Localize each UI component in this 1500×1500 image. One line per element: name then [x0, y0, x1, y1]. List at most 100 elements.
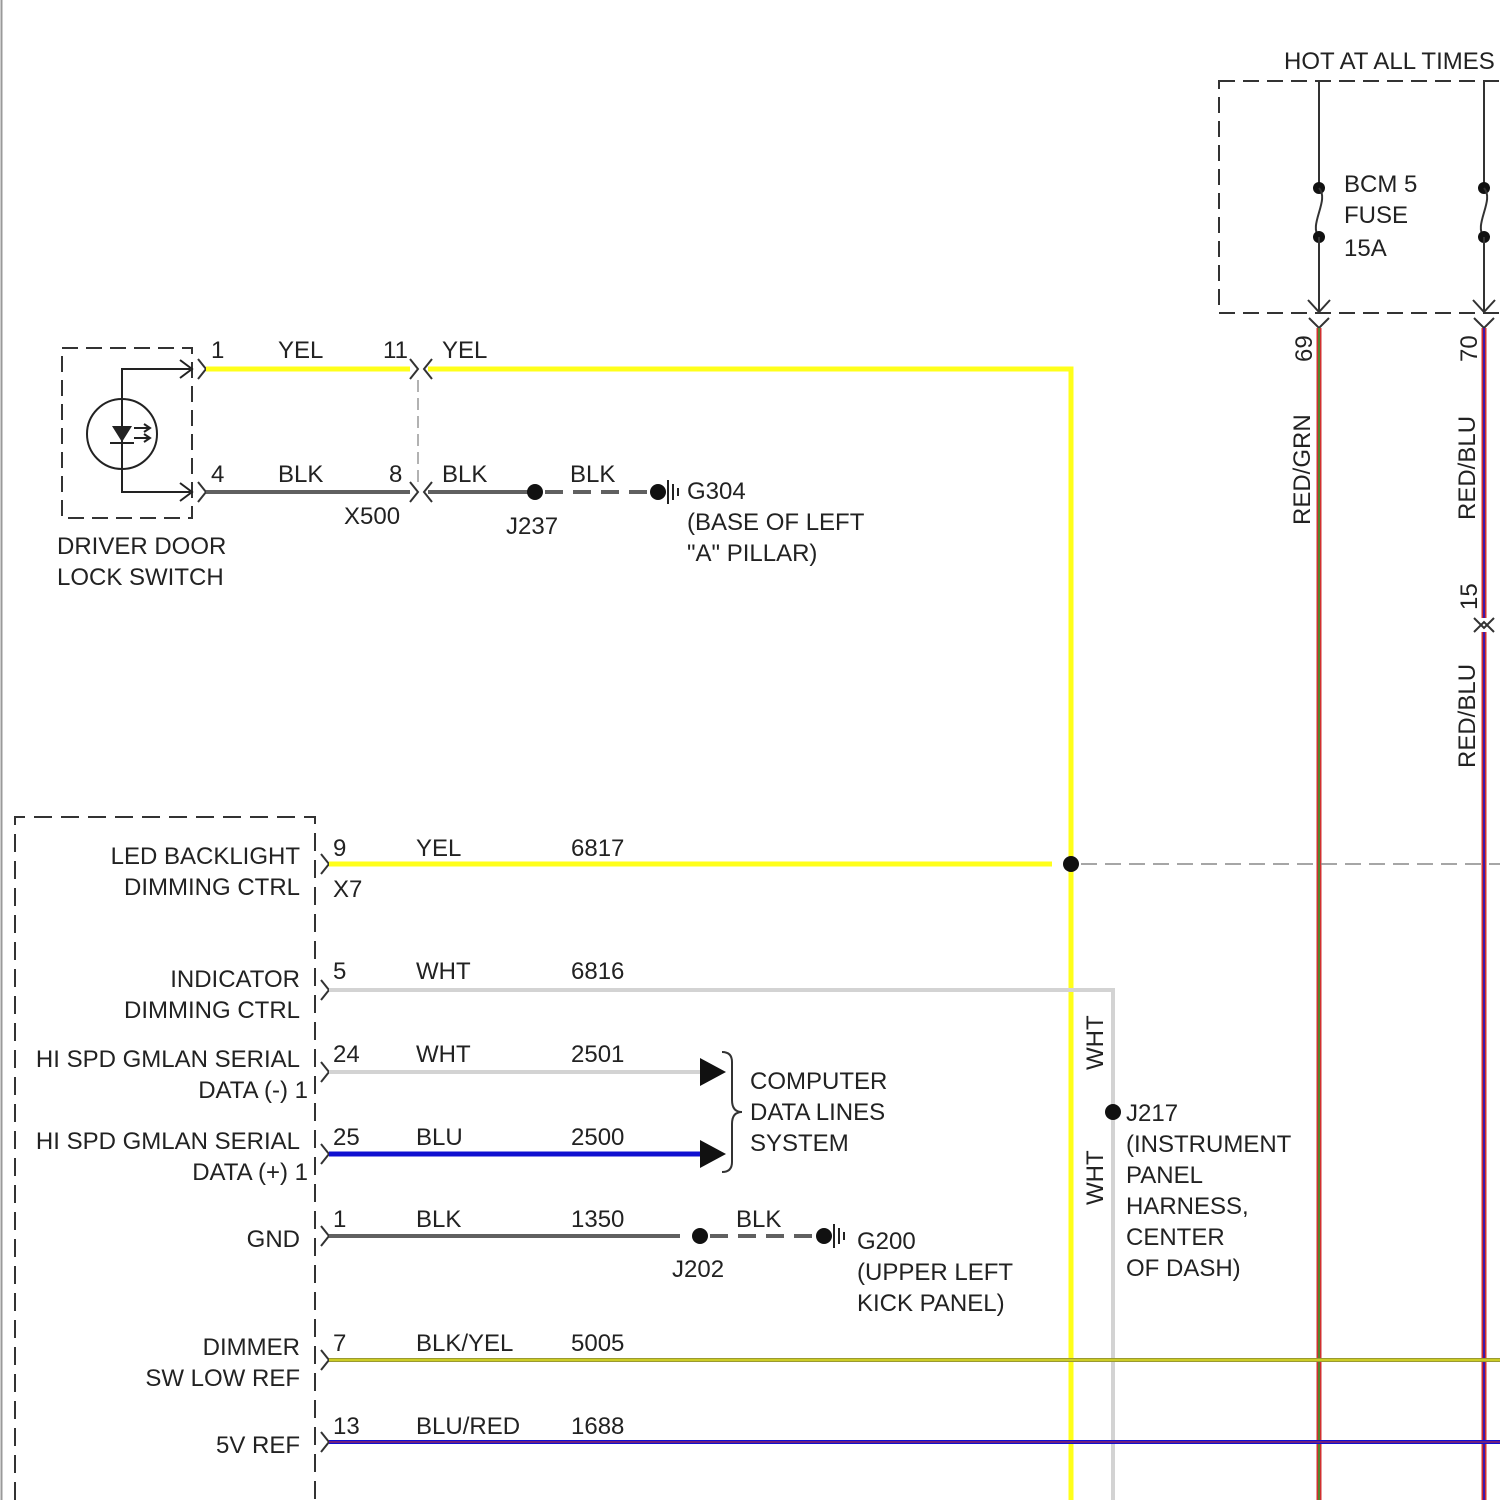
data-lines-line3: SYSTEM — [750, 1130, 849, 1157]
wire-70b-color-label: RED/BLU — [1454, 664, 1481, 768]
pin7-number: 7 — [333, 1330, 346, 1357]
g304-name: G304 — [687, 478, 746, 505]
g304-loc2: "A" PILLAR) — [687, 540, 817, 567]
pin24-number: 24 — [333, 1041, 360, 1068]
pin5-circuit: 6816 — [571, 958, 624, 985]
pin5-color: WHT — [416, 958, 471, 985]
x500-pin-8: 8 — [389, 461, 402, 488]
arrow-right-icon — [700, 1140, 726, 1168]
pin9-label1: LED BACKLIGHT — [111, 843, 301, 870]
g304-wire-color-label: BLK — [570, 461, 615, 488]
pin1-number: 1 — [333, 1206, 346, 1233]
pin7-circuit: 5005 — [571, 1330, 624, 1357]
wire-70-color-label: RED/BLU — [1454, 416, 1481, 520]
x500-name: X500 — [344, 503, 400, 530]
pin24-label1: HI SPD GMLAN SERIAL — [36, 1046, 300, 1073]
g200-name: G200 — [857, 1228, 916, 1255]
arrow-right-icon — [700, 1058, 726, 1086]
g200-loc1: (UPPER LEFT — [857, 1259, 1013, 1286]
pin24-color: WHT — [416, 1041, 471, 1068]
pin25-label1: HI SPD GMLAN SERIAL — [36, 1128, 300, 1155]
pin5-label2: DIMMING CTRL — [124, 997, 300, 1024]
pin25-number: 25 — [333, 1124, 360, 1151]
switch-pin-4: 4 — [211, 461, 224, 488]
pin24-circuit: 2501 — [571, 1041, 624, 1068]
splice-yel — [1063, 856, 1079, 872]
x500-pin-11: 11 — [383, 337, 408, 364]
connector-chevron-icon — [321, 980, 329, 1000]
pin-15-label: 15 — [1456, 583, 1483, 610]
j217-loc5: OF DASH) — [1126, 1255, 1241, 1282]
pin25-circuit: 2500 — [571, 1124, 624, 1151]
connector-chevron-icon — [1474, 318, 1494, 328]
splice-j217 — [1105, 1104, 1121, 1120]
pin7-color: BLK/YEL — [416, 1330, 513, 1357]
pin9-color: YEL — [416, 835, 461, 862]
pin9-circuit: 6817 — [571, 835, 624, 862]
pin13-number: 13 — [333, 1413, 360, 1440]
pin1-label: GND — [247, 1226, 300, 1253]
connector-chevron-icon — [321, 854, 329, 874]
pin1-color: BLK — [416, 1206, 461, 1233]
fuse-rating: 15A — [1344, 235, 1387, 262]
connector-chevron-icon — [410, 359, 418, 379]
wire-blk-color-label: BLK — [278, 461, 323, 488]
fuse-icon — [1481, 188, 1487, 237]
connector-chevron-icon — [321, 1144, 329, 1164]
splice-j202-label: J202 — [672, 1256, 724, 1283]
pin-70-label: 70 — [1456, 335, 1483, 362]
g200-wire-color-label: BLK — [736, 1206, 781, 1233]
g304-loc1: (BASE OF LEFT — [687, 509, 865, 536]
pin25-label2: DATA (+) 1 — [192, 1159, 308, 1186]
g200-loc2: KICK PANEL) — [857, 1290, 1005, 1317]
j217-loc4: CENTER — [1126, 1224, 1225, 1251]
pin7-label2: SW LOW REF — [145, 1365, 300, 1392]
x500-wire-blk-label: BLK — [442, 461, 487, 488]
ground-icon — [834, 1224, 844, 1248]
connector-chevron-icon — [321, 1350, 329, 1370]
ground-icon — [668, 480, 678, 504]
x500-wire-yel-label: YEL — [442, 337, 487, 364]
j217-loc3: HARNESS, — [1126, 1193, 1249, 1220]
ground-g200-terminal — [816, 1228, 832, 1244]
connector-chevron-icon — [410, 482, 418, 502]
pin5-number: 5 — [333, 958, 346, 985]
pin5-label1: INDICATOR — [170, 966, 300, 993]
module-connector-x7: X7 — [333, 876, 362, 903]
hot-at-all-times-label: HOT AT ALL TIMES — [1284, 48, 1495, 75]
switch-label-line2: LOCK SWITCH — [57, 564, 224, 591]
connector-chevron-icon — [198, 359, 206, 379]
led-ray-icon — [134, 424, 150, 442]
j217-wire-bottom: WHT — [1082, 1150, 1109, 1205]
splice-j202 — [692, 1228, 708, 1244]
pin13-label: 5V REF — [216, 1432, 300, 1459]
pin13-color: BLU/RED — [416, 1413, 520, 1440]
fuse-icon — [1316, 188, 1322, 237]
fuse-name: BCM 5 — [1344, 171, 1417, 198]
ground-g304-terminal — [650, 484, 666, 500]
j217-wire-top: WHT — [1082, 1015, 1109, 1070]
j217-loc1: (INSTRUMENT — [1126, 1131, 1292, 1158]
pin9-number: 9 — [333, 835, 346, 862]
j217-loc2: PANEL — [1126, 1162, 1203, 1189]
connector-chevron-icon — [321, 1432, 329, 1452]
data-lines-line2: DATA LINES — [750, 1099, 885, 1126]
switch-pin-1: 1 — [211, 337, 224, 364]
wire-yel-color-label: YEL — [278, 337, 323, 364]
connector-chevron-icon — [321, 1062, 329, 1082]
j217-name: J217 — [1126, 1100, 1178, 1127]
pin7-label1: DIMMER — [203, 1334, 300, 1361]
connector-chevron-icon — [321, 1226, 329, 1246]
pin1-circuit: 1350 — [571, 1206, 624, 1233]
switch-label-line1: DRIVER DOOR — [57, 533, 226, 560]
splice-j237-label: J237 — [506, 513, 558, 540]
pin13-circuit: 1688 — [571, 1413, 624, 1440]
pin24-label2: DATA (-) 1 — [198, 1077, 308, 1104]
connector-chevron-icon — [198, 482, 206, 502]
pin-69-label: 69 — [1291, 335, 1318, 362]
splice-j237 — [527, 484, 543, 500]
pin9-label2: DIMMING CTRL — [124, 874, 300, 901]
data-lines-line1: COMPUTER — [750, 1068, 887, 1095]
wire-69-color-label: RED/GRN — [1289, 414, 1316, 525]
